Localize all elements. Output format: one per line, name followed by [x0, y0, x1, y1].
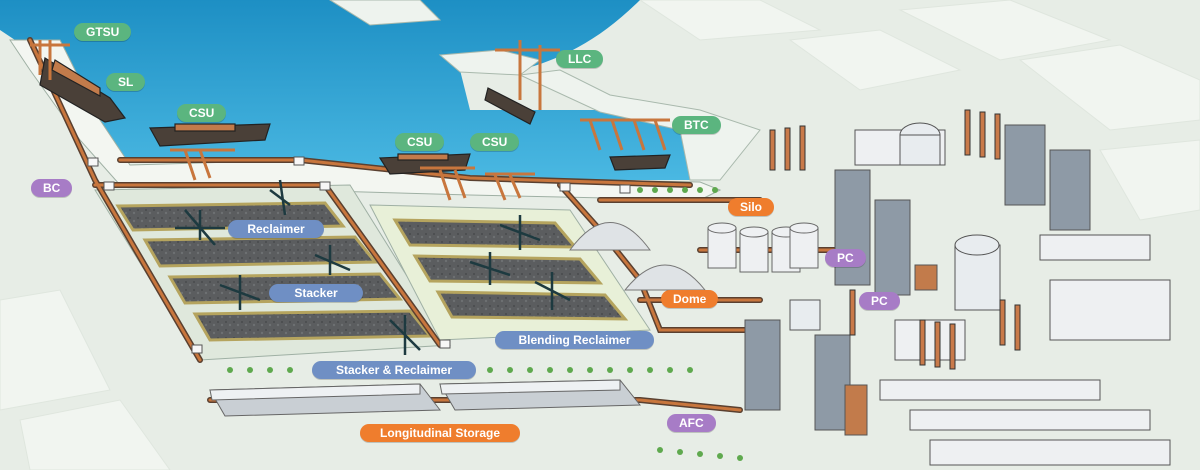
label-sl: SL — [106, 73, 146, 91]
label-silo: Silo — [728, 198, 775, 216]
label-gtsu: GTSU — [74, 23, 132, 41]
conveyor-belts — [27, 37, 863, 413]
label-stacker-reclaimer: Stacker & Reclaimer — [312, 361, 476, 379]
north-shore — [329, 0, 442, 26]
plant-buildings — [744, 122, 1171, 466]
domes — [569, 222, 707, 291]
label-dome: Dome — [661, 290, 719, 308]
label-longitudinal-storage: Longitudinal Storage — [360, 424, 520, 442]
transfer-towers — [87, 156, 631, 354]
label-stacker: Stacker — [269, 284, 363, 302]
label-llc: LLC — [556, 50, 604, 68]
ships — [39, 57, 671, 175]
chimneys — [769, 109, 1021, 370]
label-pc-upper: PC — [825, 249, 866, 267]
label-afc: AFC — [667, 414, 716, 432]
label-btc: BTC — [672, 116, 721, 134]
pier — [438, 49, 542, 76]
label-reclaimer: Reclaimer — [228, 220, 324, 238]
label-csu-left: CSU — [177, 104, 227, 122]
ship-unloaders — [30, 40, 670, 201]
label-bc: BC — [31, 179, 73, 197]
label-pc-lower: PC — [859, 292, 900, 310]
label-csu-mid: CSU — [395, 133, 445, 151]
yard-machines — [175, 179, 571, 355]
silos — [707, 222, 819, 273]
label-blending-reclaimer: Blending Reclaimer — [495, 331, 654, 349]
label-csu-right: CSU — [470, 133, 520, 151]
trees — [227, 187, 743, 461]
longitudinal-storage — [209, 379, 642, 417]
